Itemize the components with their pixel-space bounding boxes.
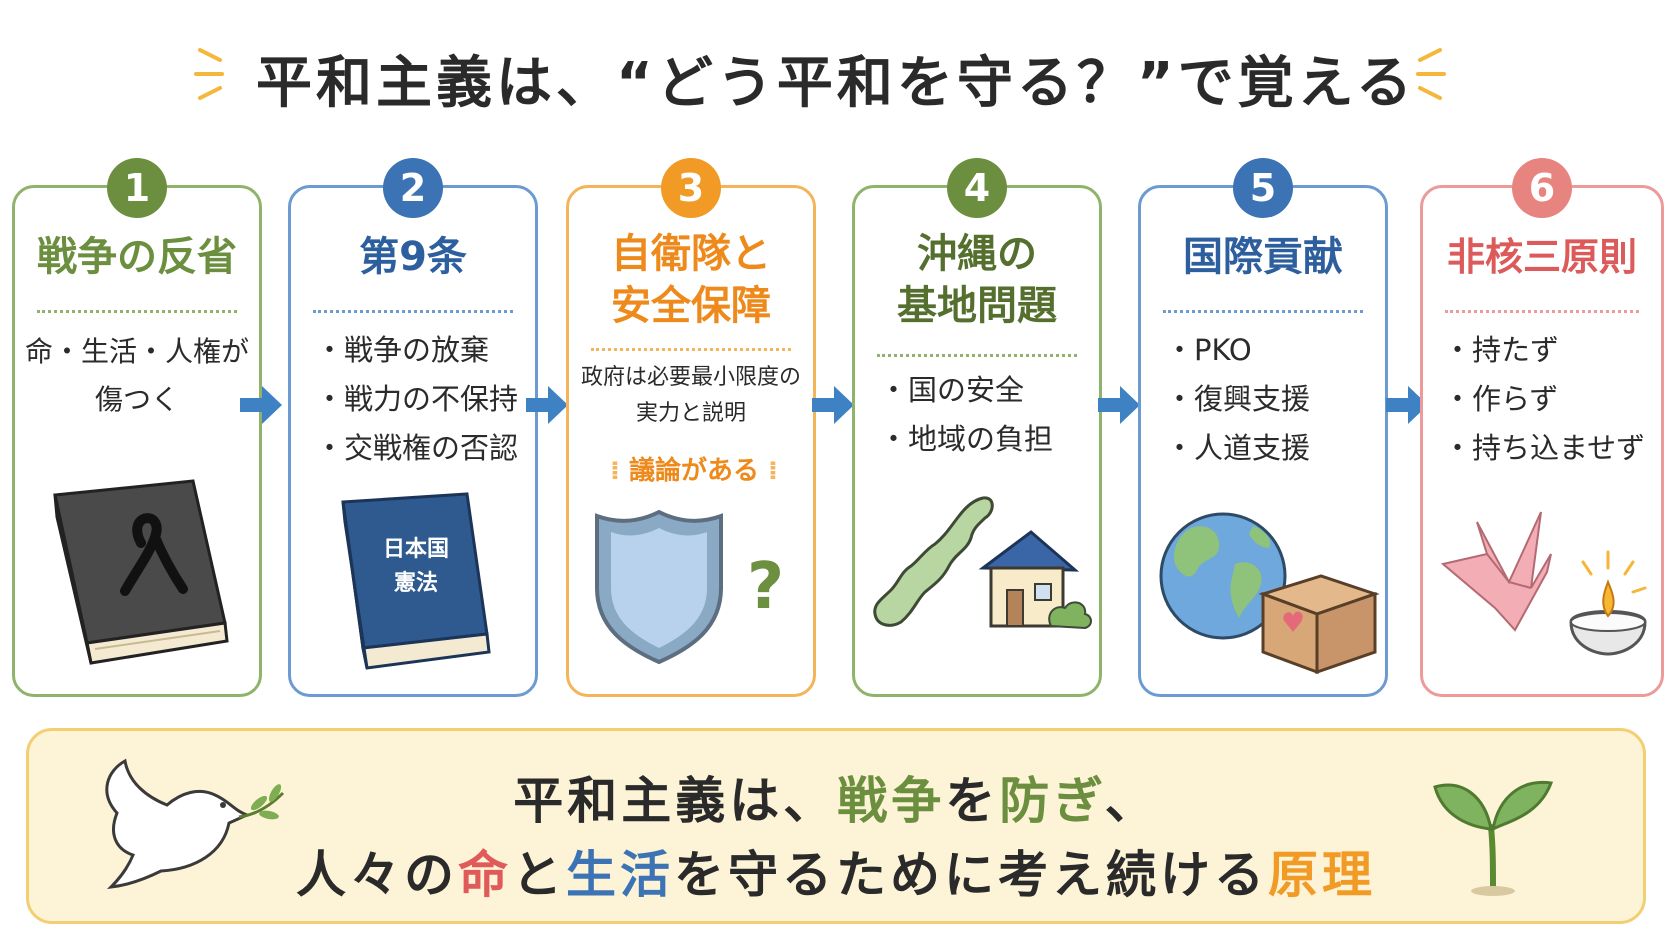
card-bullets: ・戦争の放棄 ・戦力の不保持 ・交戦権の否認	[291, 326, 535, 473]
summary-line-2: 人々の命と生活を守るために考え続ける原理	[189, 835, 1483, 907]
dove-olive-branch-icon	[105, 758, 285, 889]
card-text: 命・生活・人権が 傷つく	[15, 328, 259, 424]
next-arrow-icon	[812, 386, 854, 424]
divider	[877, 354, 1077, 357]
divider	[591, 348, 791, 351]
constitution-book-icon	[341, 492, 491, 670]
step-number-badge: 3	[661, 158, 721, 218]
card-text: 政府は必要最小限度の 実力と説明	[569, 360, 813, 432]
card-bullets: ・国の安全 ・地域の負担	[855, 366, 1099, 464]
summary-segment: を	[945, 772, 1000, 830]
question-mark: ?	[747, 550, 785, 624]
summary-segment-principle: 原理	[1268, 846, 1376, 904]
bullet-item: ・戦争の放棄	[315, 333, 490, 367]
summary-segment: 平和主義は、	[513, 772, 838, 830]
bullet-item: ・交戦権の否認	[315, 431, 519, 465]
bullet-item: ・戦力の不保持	[315, 382, 519, 416]
card-title-line: 基地問題	[897, 283, 1057, 329]
shield-question-icon	[595, 509, 723, 665]
divider	[37, 310, 237, 313]
text-line: 政府は必要最小限度の	[580, 365, 801, 390]
card-bullets: ・PKO ・復興支援 ・人道支援	[1141, 326, 1385, 473]
globe-box-icon	[1159, 512, 1380, 675]
sprout-icon	[1433, 780, 1554, 896]
book-cover-text: 日本国 憲法	[291, 533, 541, 601]
card-title: 非核三原則	[1446, 235, 1637, 279]
bullet-item: ・国の安全	[879, 373, 1025, 407]
step-number-badge: 5	[1233, 158, 1293, 218]
okinawa-house-icon	[873, 496, 1092, 630]
book-cover-line: 憲法	[393, 571, 438, 596]
divider	[313, 310, 513, 313]
card-title-line: 安全保障	[611, 283, 771, 329]
bullet-item: ・PKO	[1165, 333, 1252, 367]
next-arrow-icon	[526, 386, 568, 424]
debate-note-text: 議論がある	[628, 456, 759, 486]
step-number-badge: 1	[107, 158, 167, 218]
bullet-item: ・復興支援	[1165, 382, 1311, 416]
card-non-nuclear-principles: 6 非核三原則 ・持たず ・作らず ・持ち込ませず	[1420, 158, 1664, 697]
card-article-9: 2 第9条 ・戦争の放棄 ・戦力の不保持 ・交戦権の否認 日本国 憲法	[288, 158, 541, 697]
bullet-item: ・作らず	[1443, 382, 1559, 416]
book-cover-line: 日本国	[382, 537, 449, 562]
card-title-line: 自衛隊と	[611, 231, 771, 277]
next-arrow-icon	[1098, 386, 1140, 424]
card-international-contribution: 5 国際貢献 ・PKO ・復興支援 ・人道支援	[1138, 158, 1388, 697]
crane-candle-icon	[1440, 511, 1647, 656]
summary-segment-life: 命	[458, 846, 512, 904]
summary-line-1: 平和主義は、戦争を防ぎ、	[189, 761, 1483, 833]
summary-segment: を守るために考え続ける	[674, 846, 1268, 904]
title-area: 平和主義は、“どう平和を守る？”で覚える	[0, 28, 1672, 118]
sparkle-right-icon	[1416, 48, 1446, 100]
card-title: 国際貢献	[1183, 234, 1343, 280]
next-arrow-icon	[1386, 386, 1428, 424]
spark-marks: ⁞	[610, 456, 629, 486]
text-line: 命・生活・人権が	[24, 335, 249, 368]
card-bullets: ・持たず ・作らず ・持ち込ませず	[1423, 326, 1661, 473]
card-title: 自衛隊と 安全保障	[569, 228, 813, 332]
divider	[1163, 310, 1363, 313]
step-number-badge: 2	[383, 158, 443, 218]
bullet-item: ・人道支援	[1165, 431, 1311, 465]
sparkle-left-icon	[194, 48, 224, 100]
next-arrow-icon	[240, 386, 282, 424]
card-war-reflection: 1 戦争の反省 命・生活・人権が 傷つく	[12, 158, 262, 697]
book-black-ribbon-icon	[53, 479, 229, 665]
text-line: 実力と説明	[635, 401, 746, 426]
debate-note: ⁞ 議論がある ⁞	[569, 450, 819, 487]
text-line: 傷つく	[94, 383, 179, 416]
step-number-badge: 4	[947, 158, 1007, 218]
summary-segment: 人々の	[296, 846, 458, 904]
step-number-badge: 6	[1512, 158, 1572, 218]
summary-segment-war: 戦争	[837, 772, 946, 830]
summary-segment: と	[512, 846, 566, 904]
card-title: 第9条	[359, 234, 467, 280]
divider	[1445, 310, 1639, 313]
summary-segment-prevent: 防ぎ	[999, 772, 1105, 830]
card-title-line: 沖縄の	[917, 231, 1037, 277]
card-title: 戦争の反省	[37, 234, 237, 280]
bullet-item: ・持ち込ませず	[1443, 431, 1646, 465]
page-title: 平和主義は、“どう平和を守る？”で覚える	[256, 51, 1416, 116]
summary-segment-living: 生活	[566, 846, 674, 904]
bullet-item: ・地域の負担	[879, 422, 1054, 456]
spark-marks: ⁞	[759, 456, 778, 486]
card-sdf-security: 3 自衛隊と 安全保障 政府は必要最小限度の 実力と説明 ⁞ 議論がある ⁞ ?	[566, 158, 819, 697]
card-title: 沖縄の 基地問題	[855, 228, 1099, 332]
summary-box: 平和主義は、戦争を防ぎ、 人々の命と生活を守るために考え続ける原理	[26, 728, 1646, 924]
bullet-item: ・持たず	[1443, 333, 1560, 367]
summary-segment: 、	[1104, 772, 1159, 830]
card-okinawa-bases: 4 沖縄の 基地問題 ・国の安全 ・地域の負担	[852, 158, 1102, 697]
